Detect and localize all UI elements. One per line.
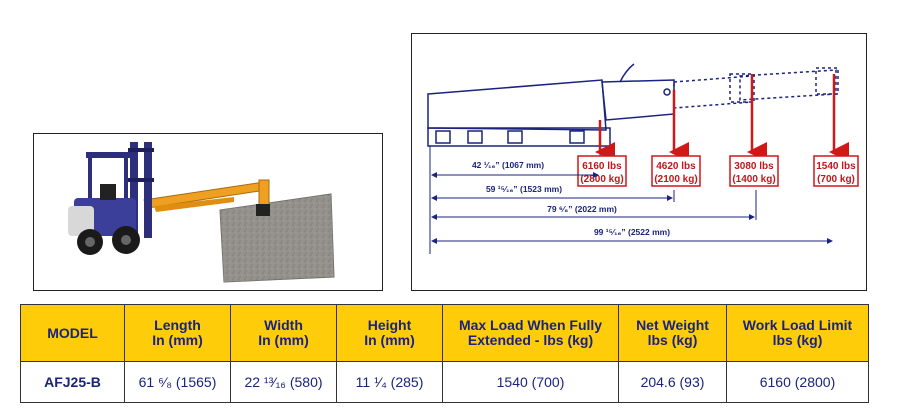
load-4-kg: (700 kg) bbox=[817, 174, 855, 185]
boom-body bbox=[427, 63, 839, 147]
cell-max-load: 1540 (700) bbox=[442, 361, 619, 403]
cell-height: 11 ¹⁄₄ (285) bbox=[336, 361, 443, 403]
load-1-kg: (2800 kg) bbox=[580, 174, 623, 185]
load-4-lbs: 1540 lbs bbox=[816, 161, 856, 172]
dimension-lines bbox=[431, 172, 833, 244]
load-1-lbs: 6160 lbs bbox=[582, 161, 622, 172]
dimension-3-label: 79 ⁶⁄₈” (2022 mm) bbox=[547, 204, 617, 214]
dimension-2-label: 59 ¹⁵⁄₁₆” (1523 mm) bbox=[486, 184, 562, 194]
forklift-photo-panel bbox=[33, 133, 383, 291]
cell-work-load-limit: 6160 (2800) bbox=[726, 361, 869, 403]
table-row: AFJ25-B 61 ⁶⁄₈ (1565) 22 ¹³⁄₁₆ (580) 11 … bbox=[20, 361, 869, 403]
dimension-4-label: 99 ¹⁵⁄₁₆” (2522 mm) bbox=[594, 227, 670, 237]
load-3-kg: (1400 kg) bbox=[732, 174, 775, 185]
header-model: MODEL bbox=[20, 304, 125, 362]
cell-net-weight: 204.6 (93) bbox=[618, 361, 727, 403]
dimension-1-label: 42 ¹⁄₁₆” (1067 mm) bbox=[472, 160, 544, 170]
boom-extension-diagram: 6160 lbs (2800 kg) 4620 lbs (2100 kg) 30… bbox=[427, 63, 859, 254]
forklift-mast bbox=[128, 142, 154, 238]
forklift-illustration bbox=[68, 142, 335, 283]
stone-slab bbox=[219, 193, 335, 283]
forklift-body bbox=[68, 152, 136, 236]
load-3-lbs: 3080 lbs bbox=[734, 161, 774, 172]
cell-width: 22 ¹³⁄₁₆ (580) bbox=[230, 361, 337, 403]
load-arrows bbox=[595, 74, 849, 162]
load-2-kg: (2100 kg) bbox=[654, 174, 697, 185]
load-boxes bbox=[577, 155, 859, 187]
cell-model: AFJ25-B bbox=[20, 361, 125, 403]
boom-extension-diagram-panel: 6160 lbs (2800 kg) 4620 lbs (2100 kg) 30… bbox=[411, 33, 867, 291]
load-2-lbs: 4620 lbs bbox=[656, 161, 696, 172]
cell-length: 61 ⁶⁄₈ (1565) bbox=[124, 361, 231, 403]
